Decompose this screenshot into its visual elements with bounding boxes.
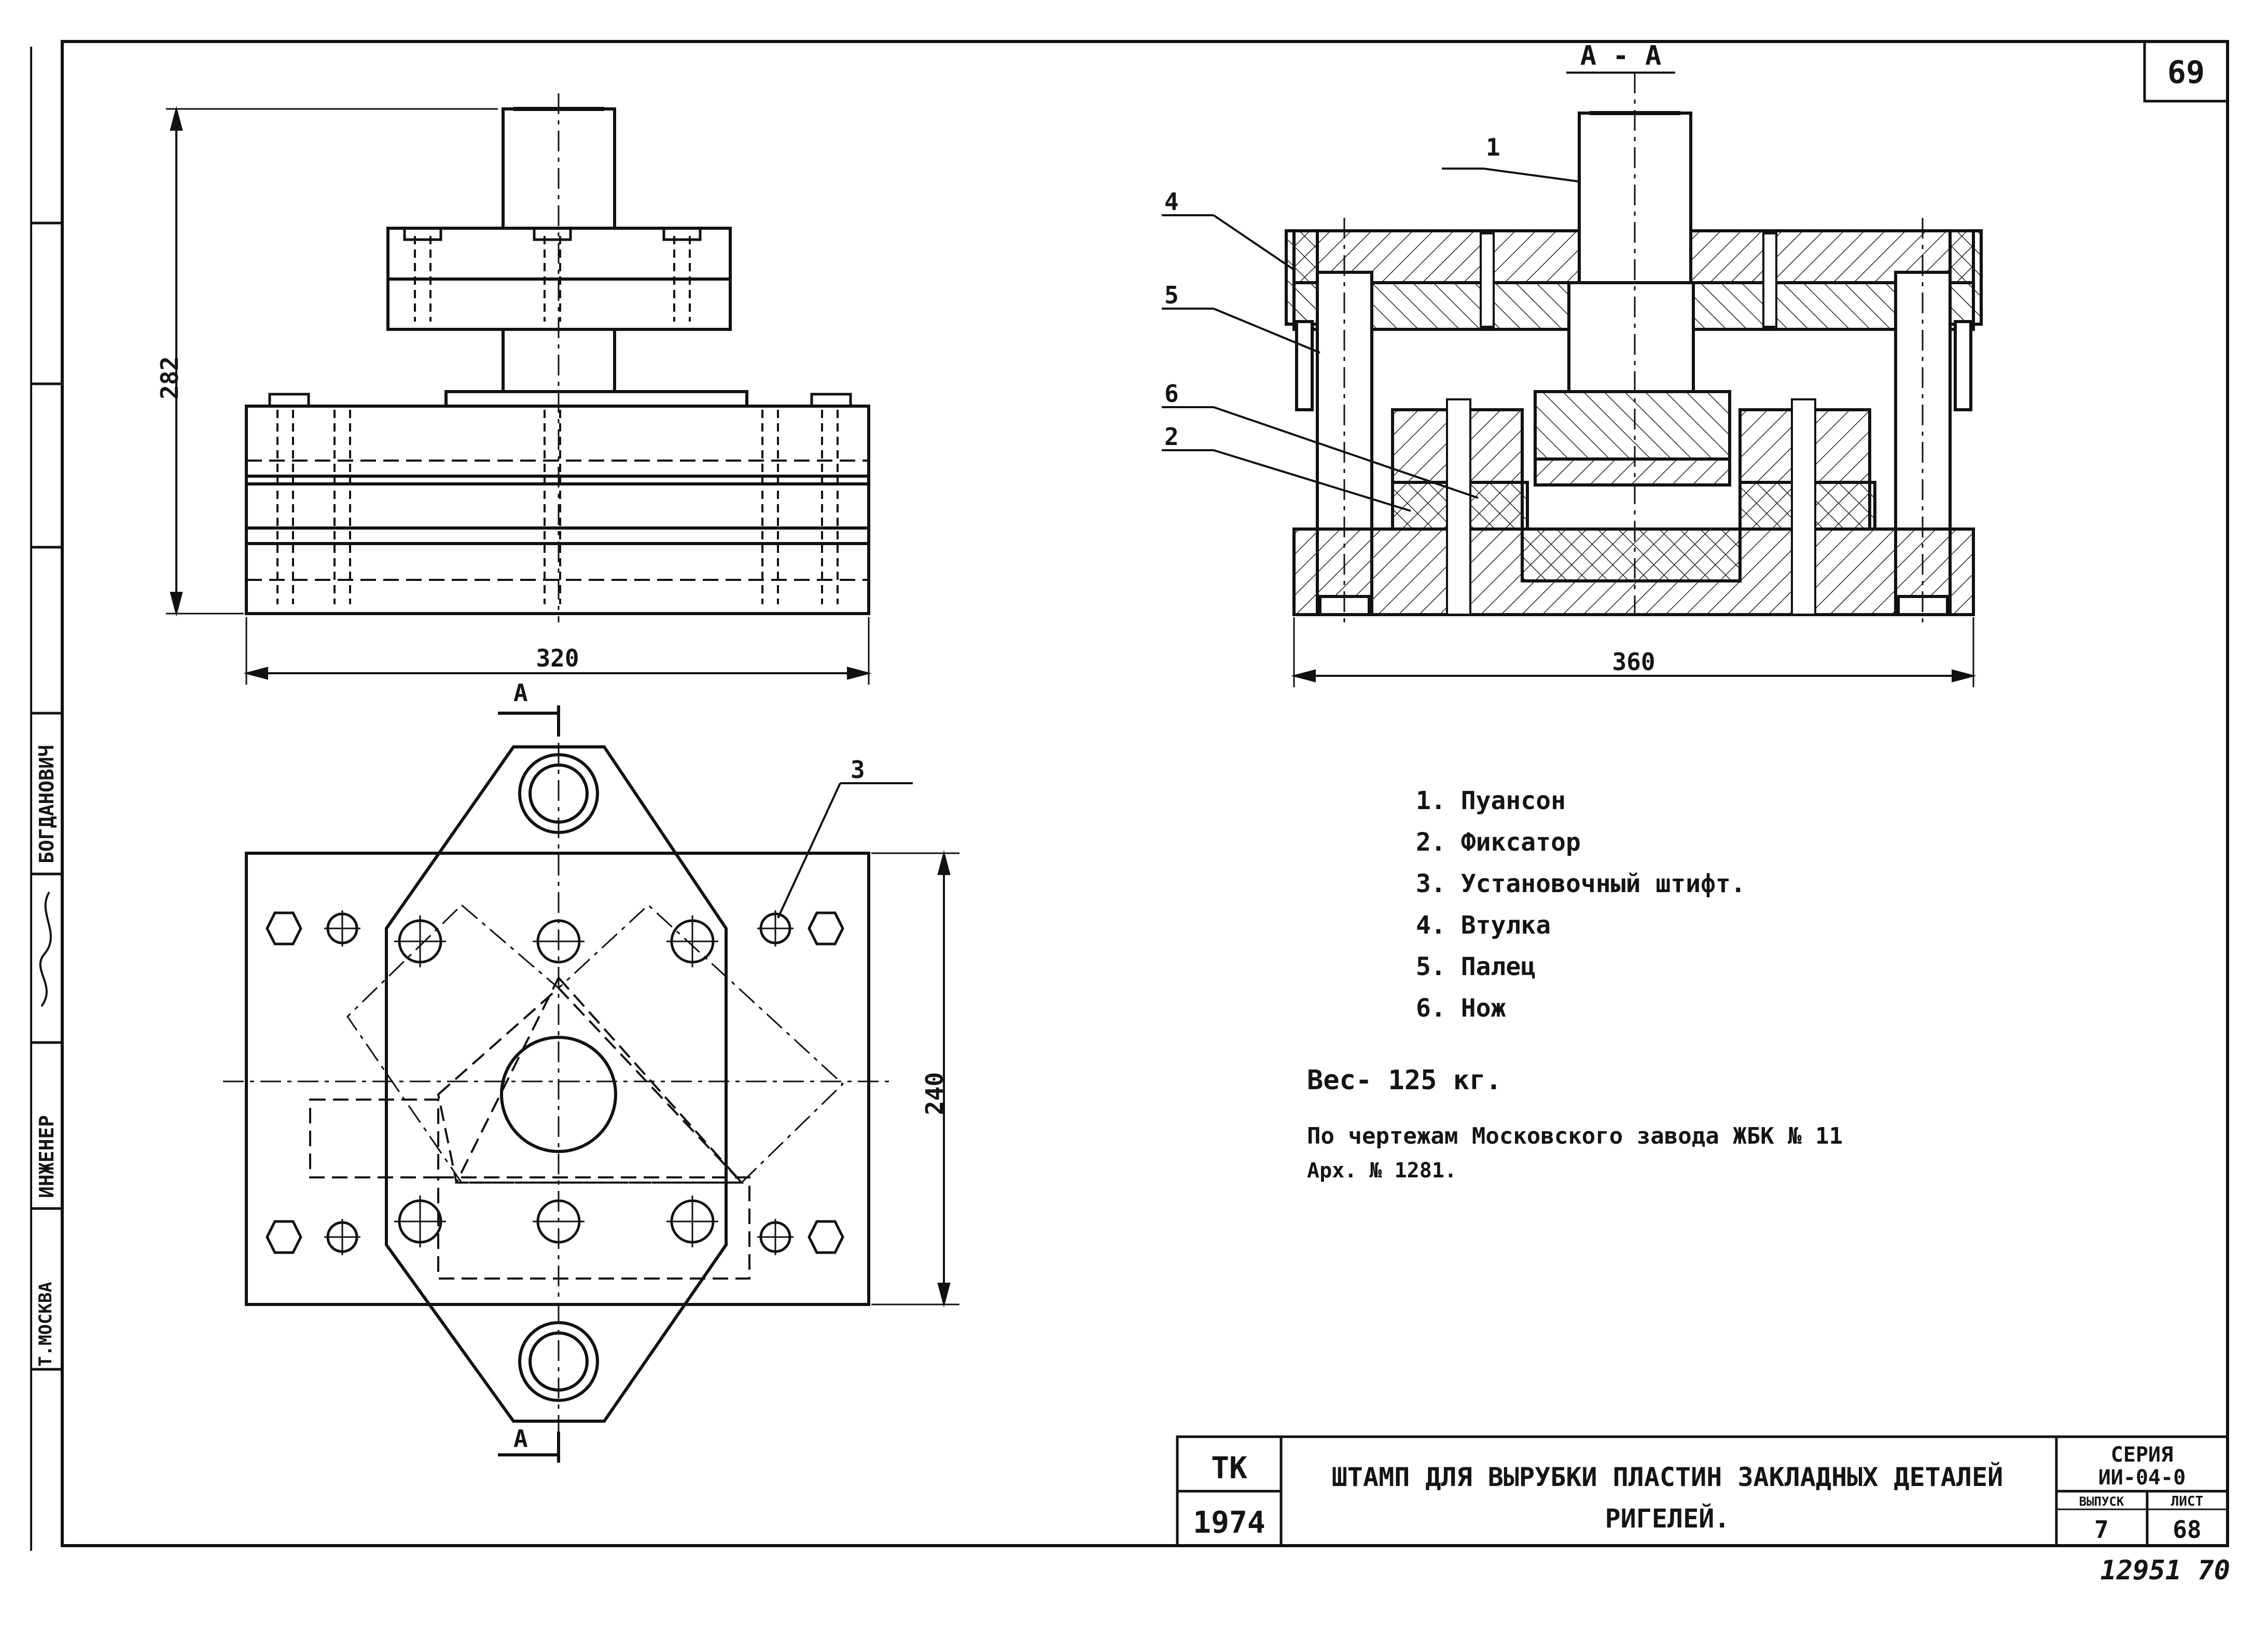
- title-line-1: ШТАМП ДЛЯ ВЫРУБКИ ПЛАСТИН ЗАКЛАДНЫХ ДЕТА…: [1332, 1462, 2003, 1492]
- stamp-number: 12951 70: [2100, 1555, 2230, 1586]
- section-leaders: [1162, 72, 1675, 512]
- callout-6: 6: [1164, 380, 1179, 408]
- part-1: 1. Пуансон: [1416, 786, 1566, 815]
- front-view: [245, 93, 870, 622]
- sheet-value: 68: [2173, 1516, 2201, 1544]
- dimension-height-front: [166, 106, 498, 617]
- part-5: 5. Палец: [1416, 952, 1536, 981]
- callout-5: 5: [1164, 281, 1179, 309]
- section-cut-marks: [498, 705, 560, 1463]
- sheet-label: ЛИСТ: [2171, 1494, 2204, 1509]
- issue-value: 7: [2094, 1516, 2109, 1544]
- side-strip: [31, 221, 62, 1371]
- source-note-2: Арх. № 1281.: [1307, 1159, 1457, 1183]
- part-6: 6. Нож: [1416, 994, 1506, 1023]
- weight-note: Вес- 125 кг.: [1307, 1065, 1502, 1096]
- title-block-lines: [1176, 1435, 2229, 1547]
- section-mark-top: А: [513, 679, 528, 707]
- dimension-width-front: [243, 617, 872, 685]
- title-year: 1974: [1193, 1505, 1265, 1540]
- section-view: [1285, 73, 1983, 622]
- leader-3: [777, 782, 913, 919]
- sheet-frame: [30, 40, 2229, 1551]
- part-4: 4. Втулка: [1416, 911, 1551, 940]
- part-3: 3. Установочный штифт.: [1416, 869, 1746, 898]
- part-2: 2. Фиксатор: [1416, 828, 1581, 857]
- series-value: ИИ-04-0: [2098, 1466, 2186, 1490]
- dimension-height-plan: [871, 850, 959, 1308]
- section-label: А - А: [1580, 40, 1662, 72]
- side-org: Т.МОСКВА: [35, 1282, 56, 1367]
- plan-view: [223, 705, 892, 1457]
- dim-360: 360: [1612, 648, 1655, 676]
- side-role: ИНЖЕНЕР: [35, 1115, 58, 1198]
- callout-3: 3: [851, 756, 865, 784]
- source-note-1: По чертежам Московского завода ЖБК № 11: [1307, 1123, 1843, 1149]
- parts-list: 1. Пуансон 2. Фиксатор 3. Установочный ш…: [1416, 786, 1746, 1023]
- callout-4: 4: [1164, 188, 1179, 216]
- sheet-number: 69: [2167, 54, 2205, 91]
- callout-2: 2: [1164, 423, 1179, 451]
- side-name: БОГДАНОВИЧ: [35, 745, 58, 864]
- dim-240: 240: [921, 1072, 949, 1115]
- series-label: СЕРИЯ: [2111, 1443, 2173, 1467]
- section-mark-bottom: А: [513, 1425, 528, 1453]
- dim-320: 320: [536, 644, 579, 672]
- title-code: ТК: [1211, 1450, 1247, 1485]
- title-line-2: РИГЕЛЕЙ.: [1605, 1503, 1730, 1534]
- issue-label: ВЫПУСК: [2079, 1494, 2124, 1509]
- dimension-width-section: [1291, 617, 1977, 687]
- dim-282: 282: [156, 356, 184, 399]
- callout-1: 1: [1486, 133, 1500, 161]
